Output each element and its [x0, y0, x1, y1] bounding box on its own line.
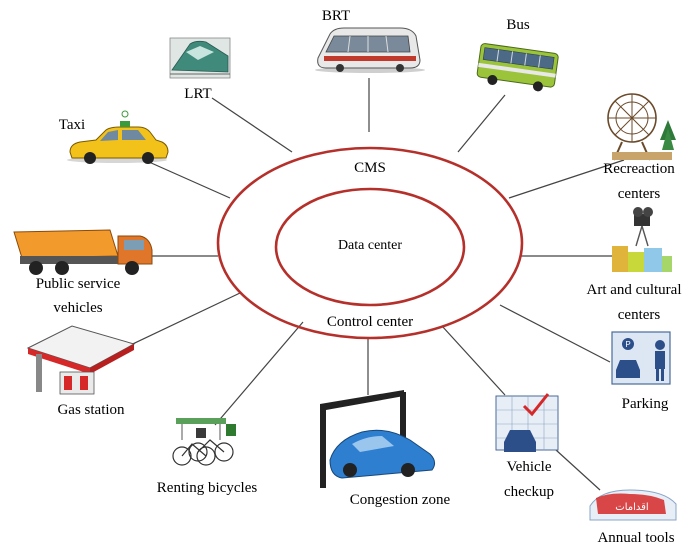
cms-label: CMS: [354, 160, 386, 176]
renting-bicycles-label: Renting bicycles: [156, 480, 258, 496]
lrt-icon: [169, 37, 231, 79]
public-service-label-line1: Public service: [35, 276, 121, 292]
art-culture-icon: [612, 207, 672, 272]
annual-tools-sign: اقدامات: [615, 502, 648, 513]
svg-text:P: P: [625, 340, 630, 349]
bicycle-rental-icon: [172, 418, 236, 466]
connector-taxi: [139, 157, 231, 199]
brt-icon: [315, 27, 425, 73]
lrt-label: LRT: [184, 86, 212, 102]
connector-gas-station: [119, 292, 241, 351]
gas-station-icon: [26, 325, 136, 395]
ferris-wheel-icon: [607, 93, 676, 161]
vehicle-checkup-label-line2: checkup: [504, 484, 554, 500]
outer-ring-cms: [216, 146, 524, 340]
parking-icon: P: [611, 331, 671, 385]
art-cultural-label-line2: centers: [617, 307, 661, 323]
connector-parking: [499, 304, 611, 363]
recreation-label-line2: centers: [617, 186, 661, 202]
bus-label: Bus: [506, 17, 530, 33]
bus-icon: [476, 43, 559, 92]
recreation-label-line1: Recreaction: [603, 161, 675, 177]
art-cultural-label-line1: Art and cultural: [586, 282, 682, 298]
connector-bus: [457, 94, 506, 153]
vehicle-checkup-icon: [495, 393, 559, 452]
parking-label: Parking: [621, 396, 669, 412]
public-service-label-line2: vehicles: [53, 300, 103, 316]
annual-tools-label: Annual tools: [597, 530, 675, 546]
connector-vehicle-checkup: [441, 325, 506, 396]
dump-truck-icon: [13, 229, 153, 275]
taxi-label: Taxi: [58, 117, 86, 133]
congestion-zone-icon: [320, 390, 436, 488]
congestion-zone-label: Congestion zone: [349, 492, 451, 508]
control-center-label: Control center: [326, 314, 414, 330]
connector-lrt: [211, 97, 293, 153]
brt-label: BRT: [321, 8, 351, 24]
vehicle-checkup-label-line1: Vehicle: [506, 459, 552, 475]
taxi-icon: [67, 110, 169, 164]
connector-recreation: [508, 159, 625, 199]
inner-ring-data-center: [274, 187, 466, 307]
data-center-label: Data center: [337, 238, 403, 253]
annual-tools-icon: اقدامات: [589, 489, 677, 521]
connector-renting-bicycles: [214, 321, 304, 426]
gas-station-label: Gas station: [57, 402, 125, 418]
